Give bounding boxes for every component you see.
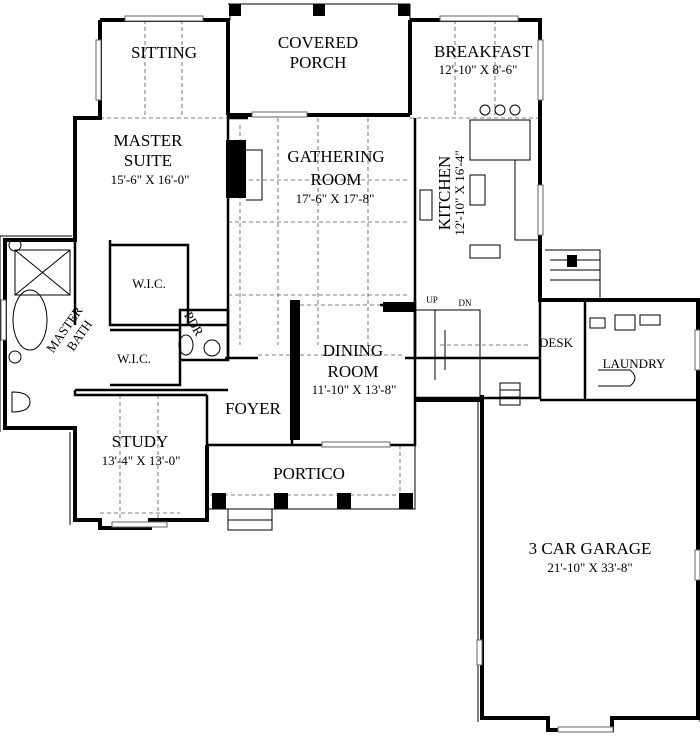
room-study-size: 13'-4" X 13'-0" bbox=[102, 453, 181, 468]
windows bbox=[0, 15, 700, 733]
room-gathering: GATHERING bbox=[287, 147, 384, 166]
room-desk: DESK bbox=[539, 335, 574, 350]
stairs-up-label: UP bbox=[426, 295, 438, 305]
room-labels: SITTING COVERED PORCH BREAKFAST 12'-10" … bbox=[43, 33, 666, 575]
room-garage: 3 CAR GARAGE bbox=[529, 539, 652, 558]
room-covered-porch: COVERED bbox=[278, 33, 358, 52]
room-wic-1: W.I.C. bbox=[132, 276, 166, 291]
room-portico: PORTICO bbox=[273, 464, 345, 483]
room-breakfast-size: 12'-10" X 8'-6" bbox=[439, 62, 518, 77]
room-kitchen-size: 12'-10" X 16'-4" bbox=[452, 150, 467, 235]
room-foyer: FOYER bbox=[225, 399, 281, 418]
room-dining: DINING bbox=[323, 341, 383, 360]
room-sitting: SITTING bbox=[131, 43, 197, 62]
room-laundry: LAUNDRY bbox=[603, 356, 666, 371]
interior-walls bbox=[8, 90, 698, 447]
room-covered-porch-line2: PORCH bbox=[290, 53, 347, 72]
room-study: STUDY bbox=[112, 432, 169, 451]
room-dining-line2: ROOM bbox=[327, 362, 378, 381]
stairs-down-label: DN bbox=[459, 298, 472, 308]
room-kitchen: KITCHEN bbox=[435, 156, 454, 231]
room-master-suite: MASTER bbox=[114, 131, 184, 150]
room-master-suite-line2: SUITE bbox=[124, 151, 172, 170]
room-gathering-line2: ROOM bbox=[310, 170, 361, 189]
room-gathering-size: 17'-6" X 17'-8" bbox=[296, 191, 375, 206]
room-dining-size: 11'-10" X 13'-8" bbox=[312, 382, 397, 397]
room-breakfast: BREAKFAST bbox=[434, 42, 533, 61]
room-master-suite-size: 15'-6" X 16'-0" bbox=[111, 172, 190, 187]
ceiling-lines bbox=[100, 20, 540, 520]
room-wic-2: W.I.C. bbox=[117, 351, 151, 366]
room-garage-size: 21'-10" X 33'-8" bbox=[547, 560, 632, 575]
porch-posts bbox=[207, 4, 416, 531]
